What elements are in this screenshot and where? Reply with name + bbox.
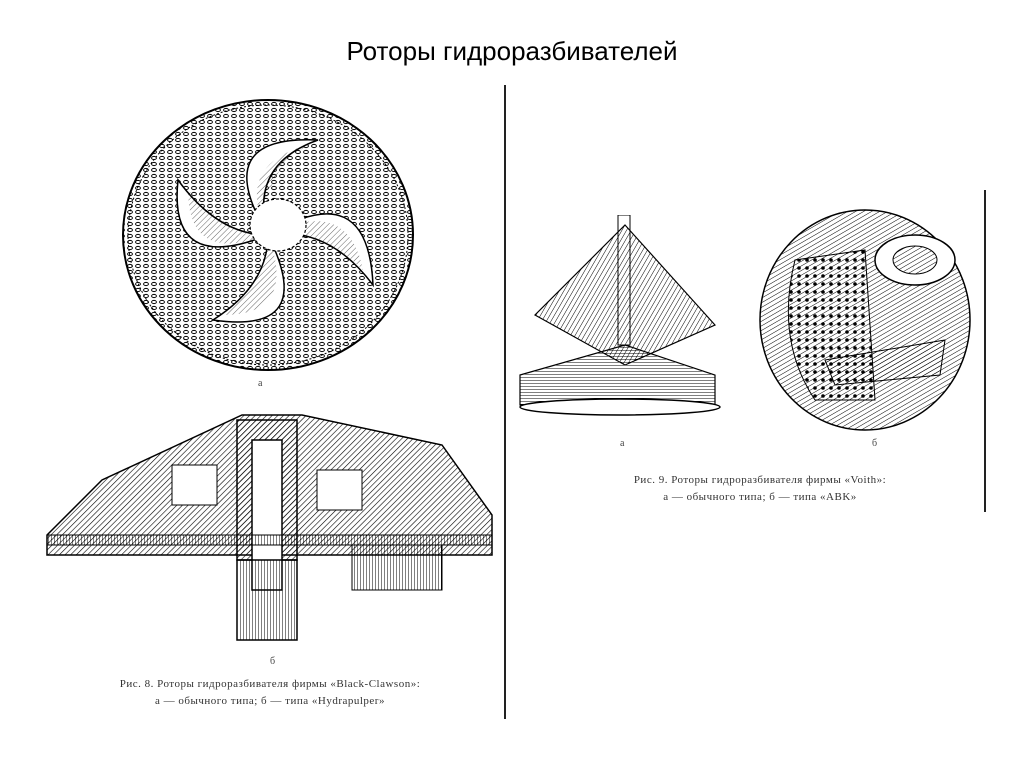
rotor-disc-top-view-illustration: [118, 95, 418, 375]
left-caption-line-2: а — обычного типа; б — типа «Hydrapulper…: [155, 695, 385, 707]
right-divider-line: [984, 190, 986, 512]
right-caption-line-1: Рис. 9. Роторы гидроразбивателя фирмы «V…: [633, 474, 887, 486]
rotor-cross-section-illustration: [42, 385, 497, 645]
slide-title: Роторы гидроразбивателей: [346, 36, 678, 66]
left-figure-caption: Рис. 8. Роторы гидроразбивателя фирмы «B…: [60, 676, 480, 710]
figure-label-b-left: б: [270, 656, 276, 667]
helical-screw-rotor-illustration: [515, 215, 725, 430]
left-caption-line-1: Рис. 8. Роторы гидроразбивателя фирмы «B…: [119, 678, 421, 690]
right-figure-caption: Рис. 9. Роторы гидроразбивателя фирмы «V…: [555, 472, 965, 506]
figure-label-a-left: а: [258, 378, 263, 389]
figure-label-a-right: а: [620, 438, 625, 449]
figure-label-b-right: б: [872, 438, 878, 449]
right-caption-line-2: а — обычного типа; б — типа «ABK»: [663, 491, 857, 503]
perforated-rotor-housing-illustration: [755, 200, 975, 435]
left-divider-line: [504, 85, 506, 719]
